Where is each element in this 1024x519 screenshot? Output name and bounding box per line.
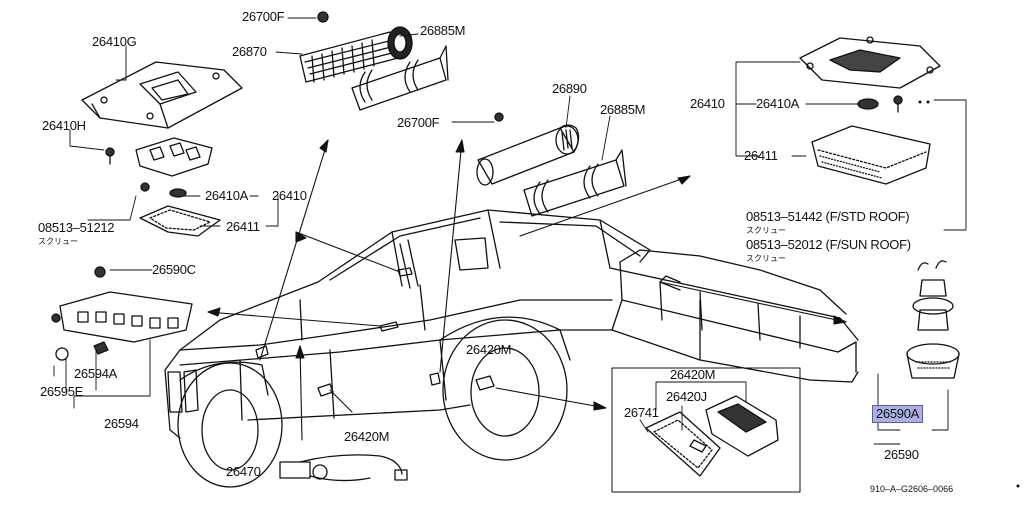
- leader-lines: [53, 17, 967, 445]
- socket-26590: [906, 260, 960, 379]
- label-screw-r2: スクリュー: [746, 254, 786, 263]
- dome-lamp-lens-26411: [811, 125, 931, 185]
- duct-26870-illustration: [299, 11, 413, 83]
- label-26594: 26594: [104, 416, 139, 431]
- label-26411-right: 26411: [744, 148, 778, 163]
- label-26410-left: 26410: [272, 188, 307, 203]
- label-screw-r1: スクリュー: [746, 226, 786, 235]
- label-26410G: 26410G: [92, 34, 137, 49]
- label-26420M-low: 26420M: [344, 429, 390, 444]
- pointer-arrows: [207, 139, 847, 441]
- label-08513-52012: 08513–52012 (F/SUN ROOF): [746, 237, 911, 252]
- harness-26470: [279, 454, 408, 482]
- label-26885M-top: 26885M: [420, 23, 466, 38]
- label-26410A-left: 26410A: [205, 188, 249, 203]
- label-26700F-top: 26700F: [242, 9, 285, 24]
- bracket-26885M-top: [351, 45, 449, 111]
- lamp-detail-box: [611, 367, 801, 493]
- label-26411-left: 26411: [226, 219, 260, 234]
- label-26410H: 26410H: [42, 118, 86, 133]
- label-26870: 26870: [232, 44, 267, 59]
- label-26700F-mid: 26700F: [397, 115, 440, 130]
- label-26890: 26890: [552, 81, 587, 96]
- cylinder-26890: [476, 124, 580, 186]
- map-lamp-lens-26411: [139, 205, 221, 237]
- label-26420J: 26420J: [666, 389, 707, 404]
- label-26470: 26470: [226, 464, 261, 479]
- mark-dots: [918, 100, 1020, 488]
- label-26595E: 26595E: [40, 384, 84, 399]
- bracket-26885M-mid: [494, 112, 627, 217]
- map-lamp-bracket-26410G: [81, 61, 243, 129]
- map-lamp-housing: [105, 137, 213, 198]
- label-26590C: 26590C: [152, 262, 196, 277]
- label-08513-51212: 08513–51212: [38, 220, 115, 235]
- label-26594A: 26594A: [74, 366, 118, 381]
- car-body-illustration: [164, 209, 859, 488]
- label-26410-right: 26410: [690, 96, 725, 111]
- label-26590A-highlighted[interactable]: 26590A: [872, 405, 924, 423]
- label-08513-51442: 08513–51442 (F/STD ROOF): [746, 209, 910, 224]
- label-screw-left: スクリュー: [38, 237, 78, 246]
- label-26741: 26741: [624, 405, 659, 420]
- dome-lamp-base-26410: [799, 36, 941, 113]
- label-26420M-box: 26420M: [670, 367, 716, 382]
- label-26885M-mid: 26885M: [600, 102, 646, 117]
- drawing-code: 910–A–G2606–0066: [870, 484, 954, 494]
- label-26590: 26590: [884, 447, 919, 462]
- lamp-assembly-26594: [51, 266, 193, 361]
- label-26410A-right: 26410A: [756, 96, 800, 111]
- label-26420M-car: 26420M: [466, 342, 512, 357]
